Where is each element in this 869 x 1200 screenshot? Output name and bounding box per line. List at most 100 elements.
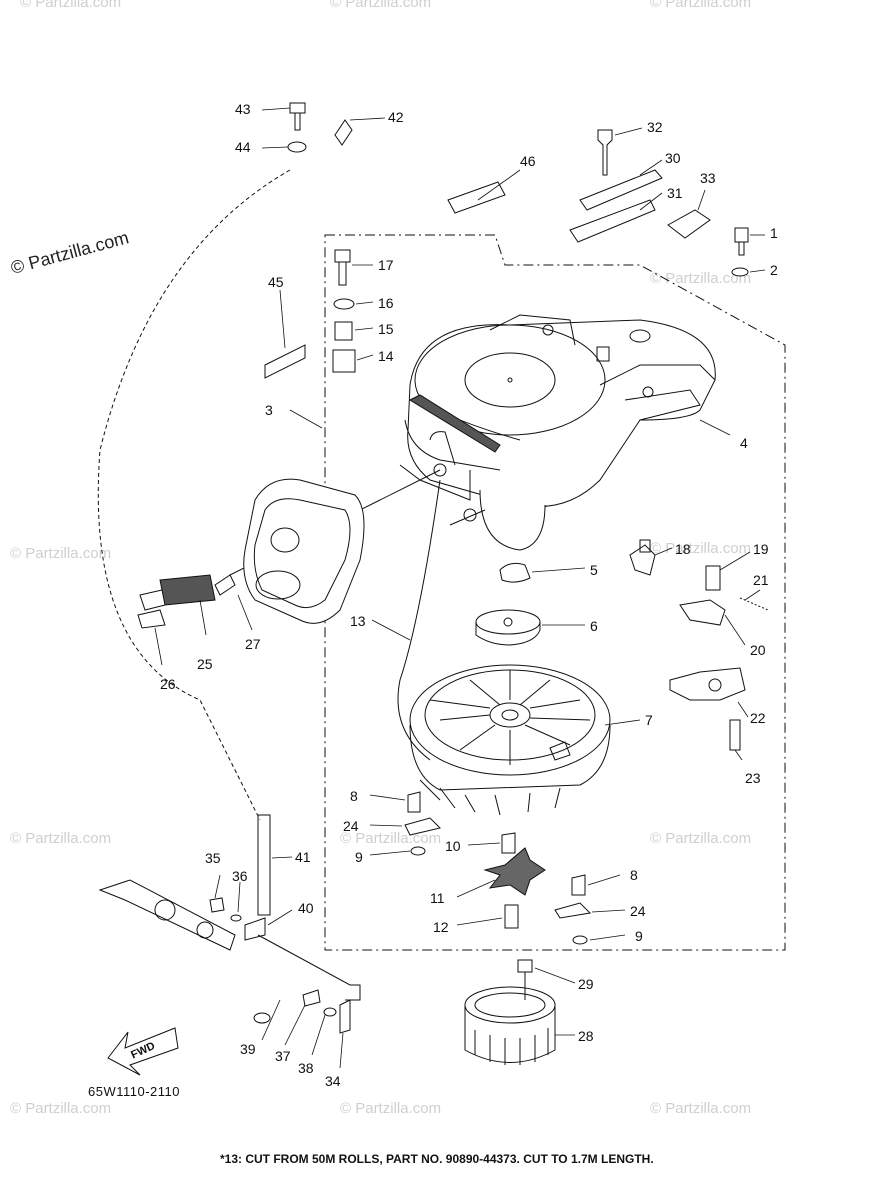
watermark-faint: © Partzilla.com: [10, 545, 112, 562]
leader-lines: [154, 107, 766, 1069]
grommet-14: [332, 349, 356, 373]
callout: 29: [578, 976, 594, 992]
callout: 24: [343, 818, 359, 834]
callout: 8: [350, 788, 358, 804]
assembly-boundary: [324, 234, 786, 951]
watermark-faint: © Partzilla.com: [340, 830, 442, 847]
watermark-faint: © Partzilla.com: [650, 1100, 752, 1117]
watermark-faint: © Partzilla.com: [10, 1100, 112, 1117]
pawl-24a: [404, 817, 441, 836]
callout: 6: [590, 618, 598, 634]
watermark-faint: © Partzilla.com: [10, 830, 112, 847]
spring-10: [501, 832, 516, 854]
washer-16: [333, 298, 355, 310]
callout: 9: [635, 928, 643, 944]
lockout-assembly: [629, 539, 769, 751]
rope-reel: [409, 664, 611, 816]
starter-housing: [399, 314, 716, 551]
callout: 26: [160, 676, 176, 692]
callout: 17: [378, 257, 394, 273]
callout: 3: [265, 402, 273, 418]
diagram-reference: 65W1110-2110: [88, 1084, 181, 1099]
collar-15: [334, 321, 353, 341]
fwd-arrow: [107, 1027, 179, 1076]
callout: 30: [665, 150, 681, 166]
callout: 10: [445, 838, 461, 854]
label-45: [264, 344, 306, 379]
callout: 37: [275, 1048, 291, 1064]
callout: 38: [298, 1060, 314, 1076]
fwd-label: FWD: [129, 1040, 157, 1061]
ratchet: [483, 847, 546, 896]
callout: 34: [325, 1073, 341, 1089]
cable-end-41: [257, 814, 271, 916]
callout: 12: [433, 919, 449, 935]
callout: 39: [240, 1041, 256, 1057]
callout: 19: [753, 541, 769, 557]
part-5: [499, 562, 531, 583]
linkage: [98, 879, 361, 1034]
plate-31: [569, 199, 656, 243]
watermark-faint: © Partzilla.com: [650, 540, 752, 557]
clip-9b: [572, 935, 588, 945]
callout: 18: [675, 541, 691, 557]
callout: 1: [770, 225, 778, 241]
callout: 21: [753, 572, 769, 588]
callout: 45: [268, 274, 284, 290]
bolt-1: [734, 227, 749, 256]
callout: 22: [750, 710, 766, 726]
callout: 20: [750, 642, 766, 658]
spring-8a: [407, 791, 421, 813]
callout: 9: [355, 849, 363, 865]
callout: 41: [295, 849, 311, 865]
bolt-17: [334, 249, 351, 286]
callout: 33: [700, 170, 716, 186]
callout: 35: [205, 850, 221, 866]
plate-30: [579, 169, 663, 211]
clip-33: [667, 209, 711, 239]
callout: 15: [378, 321, 394, 337]
label-46: [447, 181, 506, 214]
watermark-faint: © Partzilla.com: [650, 0, 752, 11]
callout: 43: [235, 101, 251, 117]
clip-9a: [410, 846, 426, 856]
callout: 36: [232, 868, 248, 884]
callout: 44: [235, 139, 251, 155]
bolt-29: [517, 959, 533, 1000]
part-6: [475, 609, 541, 646]
watermark-faint: © Partzilla.com: [330, 0, 432, 11]
pawl-24b: [554, 902, 592, 919]
callout-labels: 1 2 3 4 5 6 7 8 8 9 9 10 11 12 13 14 15 …: [129, 101, 778, 1089]
watermark-faint: © Partzilla.com: [650, 270, 752, 287]
callout: 24: [630, 903, 646, 919]
throttle-cable: [97, 169, 291, 821]
callout: 14: [378, 348, 394, 364]
callout: 2: [770, 262, 778, 278]
watermark-faint: © Partzilla.com: [340, 1100, 442, 1117]
bolt-32: [597, 129, 613, 176]
washer-44: [287, 141, 307, 153]
callout: 42: [388, 109, 404, 125]
callout: 28: [578, 1028, 594, 1044]
callout: 5: [590, 562, 598, 578]
watermark-faint: © Partzilla.com: [650, 830, 752, 847]
spring-8b: [571, 874, 586, 896]
callout: 23: [745, 770, 761, 786]
pulley-cup: [464, 986, 556, 1065]
callout: 27: [245, 636, 261, 652]
callout: 25: [197, 656, 213, 672]
washer-2: [731, 267, 749, 277]
callout: 40: [298, 900, 314, 916]
bolt-12: [504, 904, 519, 929]
watermark-faint: © Partzilla.com: [20, 0, 122, 11]
callout: 16: [378, 295, 394, 311]
callout: 4: [740, 435, 748, 451]
pin-42: [334, 119, 353, 146]
starter-cable: [397, 479, 441, 761]
callout: 31: [667, 185, 683, 201]
rope-guide-cover: [243, 478, 365, 624]
bolt-43: [289, 102, 306, 131]
callout: 11: [430, 890, 445, 906]
callout: 8: [630, 867, 638, 883]
